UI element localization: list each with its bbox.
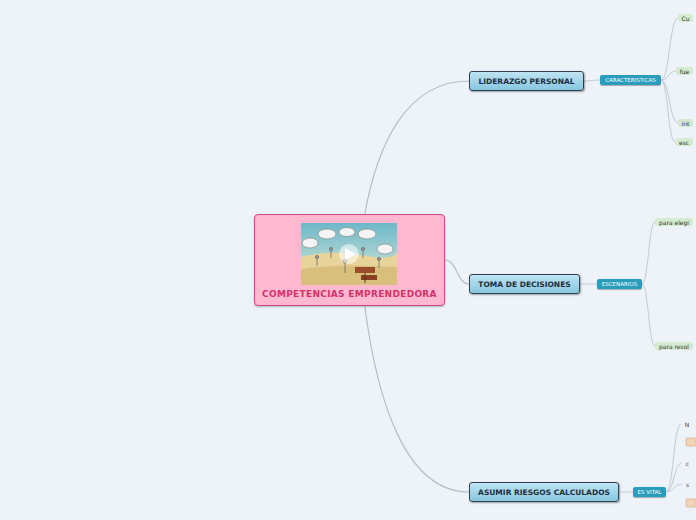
leaf-box: para elegi: [655, 218, 693, 226]
branch-box: TOMA DE DECISIONES: [469, 274, 580, 294]
connector: [661, 71, 676, 80]
node-text: COMPETENCIAS EMPRENDEDORA: [262, 289, 437, 299]
node-text: para resol: [659, 343, 689, 350]
leaf-box: fue: [676, 67, 693, 75]
node-text: esc: [679, 139, 689, 146]
node-text: c: [686, 460, 689, 467]
category-tag: CARACTERISTICAS: [600, 75, 661, 85]
connector: [661, 80, 678, 123]
leaf-box: int: [678, 119, 693, 127]
connector: [642, 222, 655, 284]
connector: [642, 284, 655, 346]
connector: [365, 306, 469, 492]
node-text: int: [682, 120, 690, 127]
branch-box: ASUMIR RIESGOS CALCULADOS: [469, 482, 619, 502]
connector: [445, 260, 469, 284]
node-text: para elegi: [659, 219, 689, 226]
node-text: ASUMIR RIESGOS CALCULADOS: [478, 488, 610, 497]
connector: [619, 492, 633, 493]
node-text: s: [686, 481, 689, 488]
node-text: LIDERAZGO PERSONAL: [478, 77, 574, 86]
central-topic: COMPETENCIAS EMPRENDEDORA: [254, 214, 445, 306]
node-text: ESCENARIOS: [602, 281, 637, 287]
connector: [365, 81, 469, 214]
node-text: N: [685, 421, 690, 428]
leaf-box: esc: [675, 138, 693, 146]
illustration: [301, 223, 397, 285]
leaf-box: [686, 438, 696, 446]
leaf-text: s: [682, 480, 693, 488]
connector: [666, 484, 682, 492]
branch-box: LIDERAZGO PERSONAL: [469, 71, 584, 91]
connector: [666, 424, 681, 492]
node-text: Cu: [682, 15, 690, 22]
connector: [580, 284, 597, 285]
leaf-text: N: [681, 420, 693, 428]
leaf-box: Cu: [678, 14, 693, 22]
leaf-text: c: [682, 459, 693, 467]
connector: [584, 80, 600, 81]
node-text: CARACTERISTICAS: [605, 77, 656, 83]
leaf-box: [686, 499, 696, 507]
node-text: ES VITAL: [638, 489, 662, 495]
category-tag: ES VITAL: [633, 487, 666, 497]
node-text: TOMA DE DECISIONES: [478, 280, 570, 289]
connector: [661, 80, 675, 142]
category-tag: ESCENARIOS: [597, 279, 642, 289]
node-text: fue: [680, 68, 690, 75]
connector: [666, 463, 682, 492]
leaf-box: para resol: [655, 342, 693, 350]
